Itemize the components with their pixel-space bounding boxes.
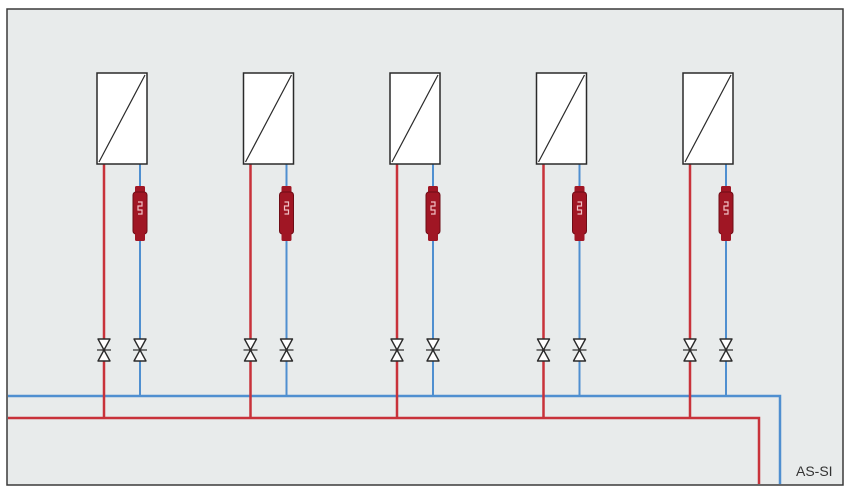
- system-label: AS-SI: [796, 463, 833, 479]
- pump-3: [425, 186, 441, 241]
- heat-exchanger-diagonal-2: [244, 74, 293, 163]
- heat-exchanger-diagonal-3: [391, 74, 439, 163]
- pump-4-display: [576, 201, 583, 215]
- heat-exchanger-diagonal-4: [537, 74, 586, 163]
- pump-5-housing: [718, 191, 734, 235]
- pump-5: [718, 186, 734, 241]
- pump-1: [132, 186, 148, 241]
- circuit-1: [96, 72, 148, 418]
- return-valve-3: [426, 338, 440, 362]
- supply-valve-3: [390, 338, 404, 362]
- circuit-2: [242, 72, 295, 418]
- pump-5-bottom-cap: [721, 233, 731, 241]
- pump-5-top-cap: [721, 186, 731, 193]
- pump-1-housing: [132, 191, 148, 235]
- circuit-3: [389, 72, 441, 418]
- pump-5-display: [723, 201, 729, 215]
- pump-2: [279, 186, 294, 241]
- pump-2-top-cap: [281, 186, 292, 193]
- supply-main-pipe: [8, 416, 761, 484]
- pump-3-top-cap: [428, 186, 438, 193]
- pump-4-bottom-cap: [574, 233, 585, 241]
- pump-1-bottom-cap: [135, 233, 145, 241]
- pump-4-top-cap: [574, 186, 585, 193]
- pump-4-housing: [572, 191, 587, 235]
- pump-2-display: [283, 201, 290, 215]
- return-main-pipe: [8, 394, 782, 484]
- pump-2-bottom-cap: [281, 233, 292, 241]
- supply-valve-4: [536, 338, 551, 362]
- pump-3-housing: [425, 191, 441, 235]
- pump-3-bottom-cap: [428, 233, 438, 241]
- supply-valve-1: [97, 338, 111, 362]
- return-valve-2: [279, 338, 294, 362]
- pump-2-housing: [279, 191, 294, 235]
- return-valve-4: [572, 338, 587, 362]
- circuits-group: [96, 72, 734, 418]
- pump-3-display: [430, 201, 436, 215]
- return-valve-1: [133, 338, 147, 362]
- heat-exchanger-diagonal-1: [98, 74, 146, 163]
- return-valve-5: [719, 338, 733, 362]
- circuit-5: [682, 72, 734, 418]
- pump-4: [572, 186, 587, 241]
- circuit-4: [535, 72, 588, 418]
- supply-valve-2: [243, 338, 258, 362]
- heat-exchanger-diagonal-5: [684, 74, 732, 163]
- supply-valve-5: [683, 338, 697, 362]
- pump-1-top-cap: [135, 186, 145, 193]
- pump-1-display: [137, 201, 143, 215]
